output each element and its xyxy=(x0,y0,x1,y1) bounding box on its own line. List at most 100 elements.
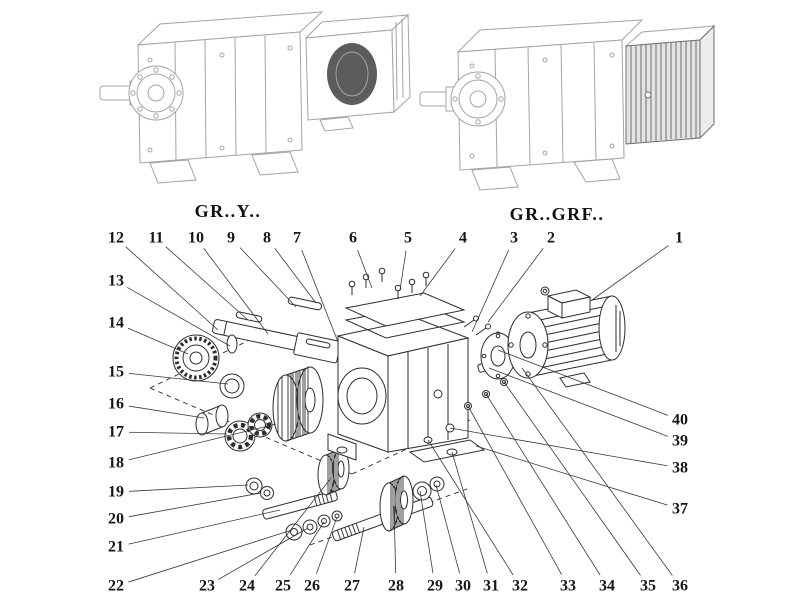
callout-34: 34 xyxy=(599,578,615,595)
leader-line-23 xyxy=(218,527,309,580)
callout-27: 27 xyxy=(344,578,360,595)
leader-line-24 xyxy=(254,477,332,576)
leader-line-3 xyxy=(471,249,510,333)
cover-bolts xyxy=(348,267,430,299)
gr-grf-fin-block xyxy=(624,24,716,145)
callout-32: 32 xyxy=(512,578,528,595)
leader-line-16 xyxy=(128,405,205,419)
callout-36: 36 xyxy=(672,578,688,595)
callout-17: 17 xyxy=(108,424,124,441)
callout-30: 30 xyxy=(455,578,471,595)
callout-39: 39 xyxy=(672,433,688,450)
shaft-keys xyxy=(235,296,323,323)
callout-9: 9 xyxy=(227,230,235,247)
callout-10: 10 xyxy=(188,230,204,247)
callout-7: 7 xyxy=(293,230,301,247)
motor xyxy=(507,286,626,388)
callout-14: 14 xyxy=(108,315,124,332)
callout-31: 31 xyxy=(483,578,499,595)
callout-19: 19 xyxy=(108,484,124,501)
oil-seal xyxy=(219,373,245,399)
leader-line-15 xyxy=(128,372,229,385)
leader-line-26 xyxy=(316,516,338,574)
leader-line-39 xyxy=(488,367,668,437)
washers-upper xyxy=(245,477,274,500)
callout-24: 24 xyxy=(239,578,255,595)
leader-line-1 xyxy=(591,245,669,301)
leader-line-20 xyxy=(128,492,262,518)
input-adapter xyxy=(477,332,516,380)
leader-line-10 xyxy=(203,248,269,335)
leader-line-9 xyxy=(239,247,297,308)
leader-line-2 xyxy=(487,248,544,323)
bearings xyxy=(224,412,273,452)
leader-line-37 xyxy=(475,445,668,506)
callout-5: 5 xyxy=(404,230,412,247)
leader-line-34 xyxy=(485,393,601,576)
leader-line-29 xyxy=(419,490,434,574)
washers-lower xyxy=(285,510,343,541)
leader-line-32 xyxy=(427,439,514,576)
gr-grf-output-shaft xyxy=(419,71,506,127)
leader-line-22 xyxy=(128,529,293,583)
callout-29: 29 xyxy=(427,578,443,595)
leader-line-28 xyxy=(393,505,397,574)
variant-label-gr-y: GR..Y.. xyxy=(194,201,262,221)
callout-4: 4 xyxy=(459,230,467,247)
callout-40: 40 xyxy=(672,412,688,429)
pinion-shaft xyxy=(262,490,338,520)
shaft-ring xyxy=(226,334,238,354)
callout-33: 33 xyxy=(560,578,576,595)
rings-right xyxy=(412,476,445,501)
callout-35: 35 xyxy=(640,578,656,595)
leader-line-40 xyxy=(497,349,669,416)
callout-37: 37 xyxy=(672,501,688,518)
leader-line-4 xyxy=(419,248,456,297)
intermediate-gear xyxy=(317,448,350,496)
callout-8: 8 xyxy=(263,230,271,247)
leader-line-27 xyxy=(354,526,365,574)
output-gear xyxy=(272,366,324,442)
leader-line-17 xyxy=(128,431,228,435)
gr-grf-block-bolt xyxy=(644,91,652,99)
leader-line-12 xyxy=(125,246,219,331)
toothed-ring xyxy=(172,334,220,382)
leader-line-25 xyxy=(289,521,325,576)
gr-y-output-shaft xyxy=(99,65,184,121)
callout-15: 15 xyxy=(108,364,124,381)
gr-grf-gearbox-body xyxy=(456,19,644,191)
lower-gear xyxy=(379,475,414,532)
callout-18: 18 xyxy=(108,455,124,472)
callout-22: 22 xyxy=(108,578,124,595)
variant-label-gr-grf: GR..GRF.. xyxy=(509,204,605,224)
leader-line-36 xyxy=(521,367,673,576)
gr-y-motor xyxy=(304,13,411,132)
leader-line-8 xyxy=(274,248,317,304)
callout-6: 6 xyxy=(349,230,357,247)
leader-line-7 xyxy=(301,249,339,343)
callout-20: 20 xyxy=(108,511,124,528)
callout-11: 11 xyxy=(148,230,163,247)
leader-line-31 xyxy=(451,451,488,574)
callout-23: 23 xyxy=(199,578,215,595)
callout-2: 2 xyxy=(547,230,555,247)
leader-line-13 xyxy=(127,287,231,347)
leader-line-38 xyxy=(449,427,668,467)
leader-line-19 xyxy=(128,484,249,492)
leader-line-6 xyxy=(357,250,373,289)
callout-38: 38 xyxy=(672,460,688,477)
leader-line-11 xyxy=(165,246,249,321)
callout-12: 12 xyxy=(108,230,124,247)
leader-line-33 xyxy=(467,405,563,575)
leader-line-14 xyxy=(127,327,189,355)
leader-line-5 xyxy=(399,250,407,291)
housing xyxy=(327,318,486,463)
callout-21: 21 xyxy=(108,539,124,556)
callout-16: 16 xyxy=(108,396,124,413)
callout-25: 25 xyxy=(275,578,291,595)
gr-grf-illustration xyxy=(419,19,716,191)
leader-line-21 xyxy=(128,509,281,545)
